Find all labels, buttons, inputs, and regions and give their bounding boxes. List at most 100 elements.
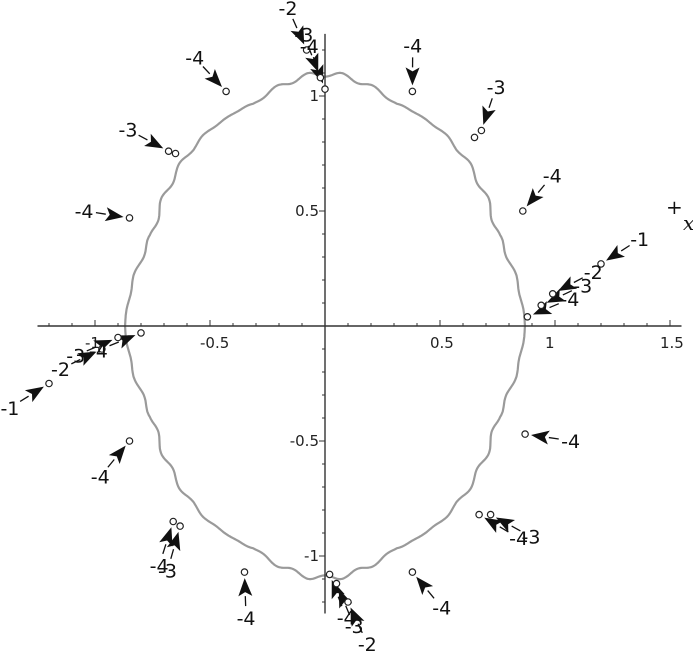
arrow-head: [338, 589, 353, 609]
point-order-label: -3: [521, 527, 540, 549]
legend-plus-marker: +: [666, 195, 683, 219]
arrow-head: [204, 69, 223, 88]
annotated-point: [321, 85, 329, 93]
annotated-point: [325, 570, 334, 579]
point-order-label: -4: [403, 35, 422, 57]
arrow-shaft: [162, 544, 167, 555]
y-tick-label: 0.5: [295, 202, 319, 220]
annotated-point: [548, 289, 557, 298]
arrow-shaft: [202, 66, 211, 75]
annotated-point: [302, 46, 311, 54]
point-order-label: -4: [337, 607, 356, 629]
point-order-label: -4: [185, 48, 204, 70]
annotated-point: [521, 430, 529, 438]
point-order-label: -1: [0, 398, 19, 420]
point-order-label: -3: [573, 275, 592, 297]
arrow-head: [606, 245, 625, 261]
annotated-point: [176, 522, 184, 530]
arrow-shaft: [109, 341, 120, 347]
axes-group: [37, 33, 682, 614]
point-order-label: -3: [158, 560, 177, 582]
arrow-head: [108, 445, 126, 464]
arrow-shaft: [511, 525, 521, 532]
point-order-label: -1: [630, 229, 649, 251]
x-tick-label: 1.5: [660, 334, 684, 352]
arrow-shaft: [107, 459, 115, 468]
arrow-head: [238, 578, 253, 597]
arrow-head: [557, 276, 578, 291]
arrow-head: [531, 430, 550, 445]
point-order-label: -3: [487, 77, 506, 99]
annotated-point: [45, 379, 53, 388]
x-tick-label: -1: [85, 334, 100, 352]
arrow-shaft: [71, 358, 81, 365]
arrow-head: [305, 52, 319, 73]
arrow-shaft: [549, 303, 560, 309]
arrow-head: [159, 527, 173, 547]
point-order-label: -3: [66, 346, 85, 368]
arrow-shaft: [292, 18, 298, 29]
arrow-head: [77, 351, 97, 366]
arrow-head: [546, 288, 566, 303]
annotated-point: [344, 598, 352, 606]
x-tick-label: -0.5: [200, 334, 229, 352]
arrow-shaft: [345, 605, 351, 616]
arrows-group: [19, 18, 630, 634]
annotated-point: [332, 579, 341, 588]
arrow-shaft: [573, 277, 583, 284]
point-order-label: -3: [345, 616, 364, 638]
arrow-shaft: [312, 56, 318, 67]
annotated-point: [486, 510, 495, 519]
annotated-point: [408, 87, 417, 96]
annotated-point: [477, 126, 486, 135]
arrow-head: [166, 531, 181, 552]
point-order-label: -4: [432, 598, 451, 620]
arrow-head: [416, 576, 434, 596]
arrow-head: [495, 517, 516, 533]
point-order-label: -2: [51, 359, 70, 381]
annotated-point: [597, 260, 605, 268]
annotated-point: [475, 510, 483, 519]
arrow-shaft: [488, 98, 493, 108]
arrow-shaft: [620, 244, 630, 252]
point-order-label: -4: [150, 555, 169, 577]
annotated-point: [518, 207, 527, 215]
arrow-head: [484, 517, 504, 533]
annotated-point: [316, 73, 325, 82]
point-order-label: -4: [75, 201, 94, 223]
y-tick-label: 1: [309, 87, 319, 105]
arrow-head: [405, 67, 420, 86]
arrow-shaft: [170, 549, 175, 559]
arrow-shaft: [548, 436, 559, 440]
arrow-head: [482, 105, 496, 125]
point-order-label: -4: [237, 608, 256, 630]
point-order-label: -4: [543, 166, 562, 188]
y-tick-label: -0.5: [290, 432, 319, 450]
point-order-label: -3: [119, 120, 138, 142]
point-order-label: -4: [89, 340, 108, 362]
point-order-label: -4: [509, 528, 528, 550]
x-tick-label: 0.5: [430, 334, 454, 352]
arrow-shaft: [86, 346, 97, 352]
arrow-head: [24, 386, 44, 403]
annotated-point: [169, 517, 178, 526]
arrow-shaft: [19, 395, 29, 402]
point-order-label: -4: [560, 289, 579, 311]
y-tick-label: -1: [304, 547, 319, 565]
annotated-point: [114, 333, 122, 342]
arrow-head: [104, 207, 124, 222]
arrow-shaft: [357, 623, 363, 634]
x-axis-label: x: [683, 211, 693, 235]
point-order-label: -4: [91, 467, 110, 489]
annotated-point: [240, 568, 249, 576]
annotated-point: [523, 312, 532, 321]
annotated-point: [125, 214, 134, 222]
annotated-point: [137, 329, 145, 337]
arrow-shaft: [537, 184, 546, 193]
annotated-point: [171, 149, 180, 158]
point-order-label: -2: [358, 634, 377, 656]
annotated-point: [98, 345, 106, 353]
arrow-head: [350, 607, 365, 627]
